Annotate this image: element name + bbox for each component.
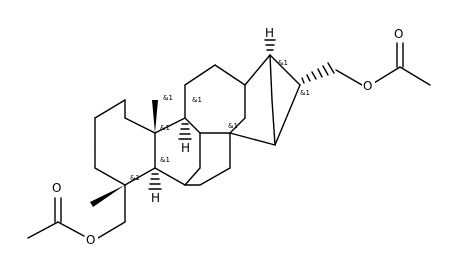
hydrogen-atom-label: H [181, 141, 190, 155]
bond [244, 54, 271, 86]
oxygen-atom-label: O [363, 79, 372, 93]
bond [94, 167, 126, 186]
bond [124, 167, 156, 186]
wedge-bond [152, 100, 158, 133]
bond [399, 66, 431, 86]
bond [154, 167, 186, 186]
stereo-label: &1 [192, 96, 202, 104]
bond [124, 117, 156, 134]
bond [97, 221, 126, 239]
hashed-bond [148, 173, 162, 190]
hydrogen-atom-label: H [265, 26, 274, 40]
skeleton-bonds [27, 39, 431, 239]
bond [184, 117, 201, 134]
stereo-label: &1 [160, 156, 170, 164]
stereo-label: &1 [278, 59, 288, 67]
bond [57, 221, 85, 237]
bond [199, 167, 231, 186]
bond [154, 117, 186, 134]
bond [335, 69, 363, 86]
atom-labels: H H H O O O O [51, 25, 406, 247]
oxygen-atom-label: O [394, 27, 403, 41]
stereo-label: &1 [163, 94, 173, 102]
stereo-label: &1 [130, 174, 140, 182]
hashed-bond [178, 123, 192, 140]
oxygen-atom-label: O [86, 233, 95, 247]
bond [229, 117, 246, 134]
bond [274, 84, 301, 146]
stereo-label: &1 [160, 124, 170, 132]
oxygen-atom-label: O [52, 181, 61, 195]
bond [184, 167, 201, 186]
bond [94, 99, 126, 119]
bond [269, 54, 273, 101]
stereo-labels: &1 &1 &1 &1 &1 &1 &1 &1 [130, 59, 310, 182]
stereo-label: &1 [228, 122, 238, 130]
bond [229, 132, 276, 146]
bond [184, 64, 216, 86]
bond [214, 64, 246, 86]
bond [271, 99, 276, 146]
stereo-label: &1 [300, 89, 310, 97]
bond [269, 54, 301, 86]
hashed-bond [301, 62, 335, 84]
hydrogen-atom-label: H [151, 191, 160, 205]
bond [27, 221, 59, 239]
hashed-bond [264, 39, 276, 51]
bond [373, 66, 401, 84]
wedge-bond [90, 185, 125, 207]
